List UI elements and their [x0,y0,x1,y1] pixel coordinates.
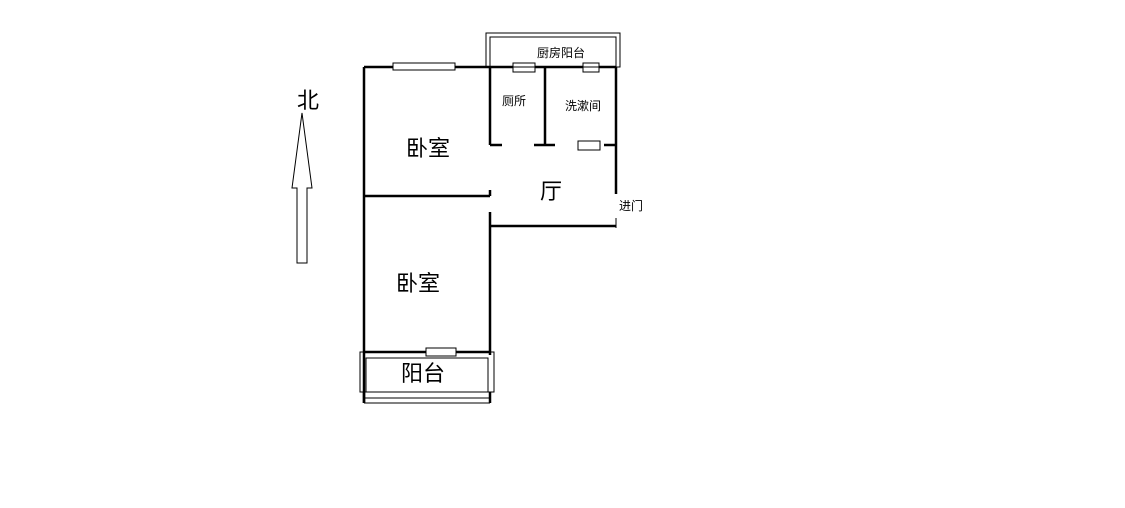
label-toilet: 厕所 [502,94,526,108]
balcony-door [425,347,457,357]
north-compass: 北 [291,89,319,264]
hall-walls [490,145,618,228]
washroom-door [577,140,601,151]
label-living-hall: 厅 [540,180,562,205]
label-kitchen-balcony: 厨房阳台 [537,45,585,60]
kitchen-balcony [485,32,621,68]
label-bedroom-north: 卧室 [406,137,450,162]
label-entrance: 进门 [619,198,643,213]
label-bedroom-south: 卧室 [396,272,440,297]
label-washroom: 洗漱间 [565,99,601,113]
bedroom-walls [362,65,492,403]
bedroom-north-window [392,62,456,71]
north-arrow-icon [291,112,313,264]
north-label: 北 [297,89,319,114]
label-balcony: 阳台 [401,362,445,387]
